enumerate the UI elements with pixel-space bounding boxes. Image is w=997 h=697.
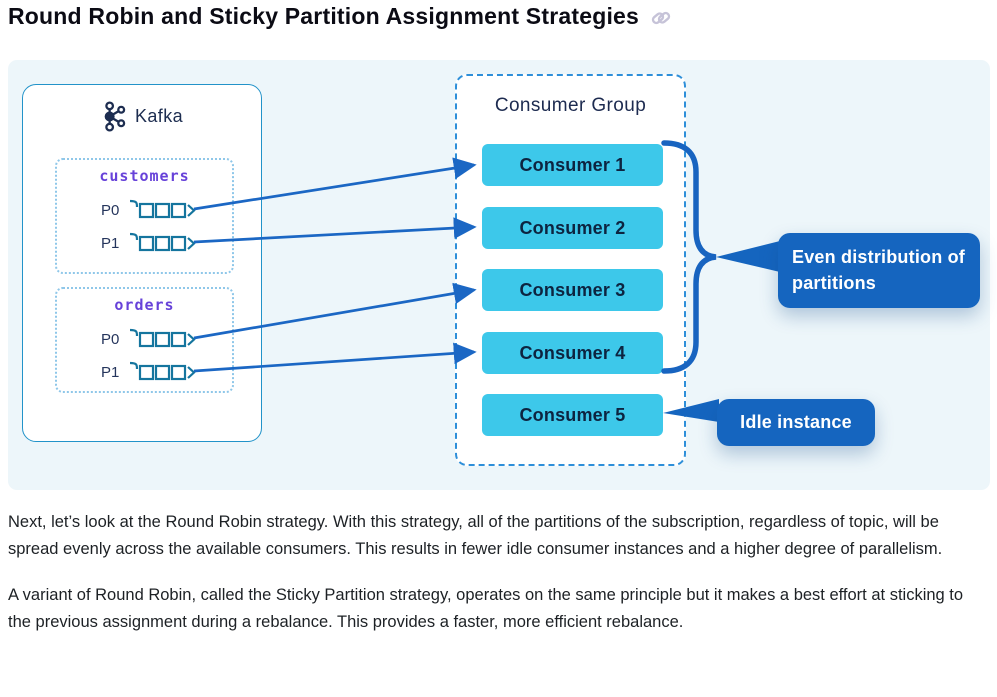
partition-row: P1 bbox=[101, 360, 232, 384]
kafka-label: Kafka bbox=[134, 106, 184, 126]
topic-box-customers: customers P0 P1 bbox=[55, 158, 234, 274]
callout-tail-even bbox=[716, 241, 780, 272]
partition-queue-icon bbox=[129, 232, 196, 252]
partition-queue-icon bbox=[129, 361, 196, 381]
consumer-group-box: Consumer Group Consumer 1 Consumer 2 Con… bbox=[455, 74, 686, 466]
callout-even-distribution: Even distribution of partitions bbox=[778, 233, 980, 309]
consumer-2-box: Consumer 2 bbox=[482, 207, 663, 249]
consumer-4-box: Consumer 4 bbox=[482, 332, 663, 374]
partition-label: P0 bbox=[101, 330, 120, 348]
partition-row: P0 bbox=[101, 198, 232, 222]
callout-idle-instance: Idle instance bbox=[717, 399, 875, 446]
consumer-3-box: Consumer 3 bbox=[482, 269, 663, 311]
article: Round Robin and Sticky Partition Assignm… bbox=[0, 2, 997, 636]
topic-name: customers bbox=[99, 167, 190, 185]
consumer-1-box: Consumer 1 bbox=[482, 144, 663, 186]
partition-label: P1 bbox=[101, 234, 120, 252]
topic-name: orders bbox=[114, 296, 175, 314]
paragraph-sticky-partition: A variant of Round Robin, called the Sti… bbox=[8, 585, 964, 631]
paragraph-round-robin: Next, let’s look at the Round Robin stra… bbox=[8, 513, 943, 558]
diagram-panel: Kafka customers P0 bbox=[8, 60, 990, 490]
kafka-logo: Kafka bbox=[23, 100, 261, 133]
consumer-group-title: Consumer Group bbox=[494, 95, 647, 116]
partition-row: P0 bbox=[101, 327, 232, 351]
kafka-logo-icon bbox=[104, 101, 126, 132]
partition-label: P1 bbox=[101, 363, 120, 381]
anchor-link-icon[interactable] bbox=[649, 6, 673, 30]
partition-queue-icon bbox=[129, 199, 196, 219]
topic-box-orders: orders P0 P1 bbox=[55, 287, 234, 393]
kafka-cluster-box: Kafka customers P0 bbox=[22, 84, 262, 442]
partition-row: P1 bbox=[101, 231, 232, 255]
partition-queue-icon bbox=[129, 328, 196, 348]
consumer-5-box: Consumer 5 bbox=[482, 394, 663, 436]
page-title: Round Robin and Sticky Partition Assignm… bbox=[8, 3, 640, 29]
title-row: Round Robin and Sticky Partition Assignm… bbox=[8, 2, 989, 30]
partition-label: P0 bbox=[101, 201, 120, 219]
